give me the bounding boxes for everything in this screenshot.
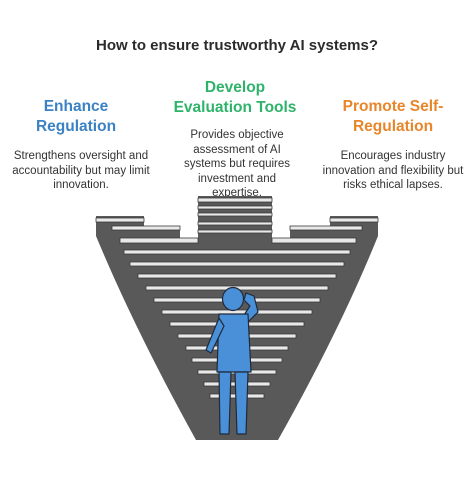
diagram-title: How to ensure trustworthy AI systems? [96,37,378,54]
person-figure [205,286,259,435]
option-description-develop-evaluation-tools: Provides objective assessment of AI syst… [183,129,291,198]
person-left-leg [218,371,232,435]
option-title-promote-self-regulation: Promote Self-Regulation [342,98,444,135]
option-title-enhance-regulation: Enhance Regulation [35,98,117,135]
option-description-promote-self-regulation: Encourages industry innovation and flexi… [322,150,464,191]
person-right-leg [234,371,249,435]
option-description-enhance-regulation: Strengthens oversight and accountability… [12,150,150,191]
option-title-develop-evaluation-tools: Develop Evaluation Tools [173,79,297,116]
person-torso [216,313,252,373]
person-lower-arm [205,317,225,354]
person-head [221,286,245,312]
